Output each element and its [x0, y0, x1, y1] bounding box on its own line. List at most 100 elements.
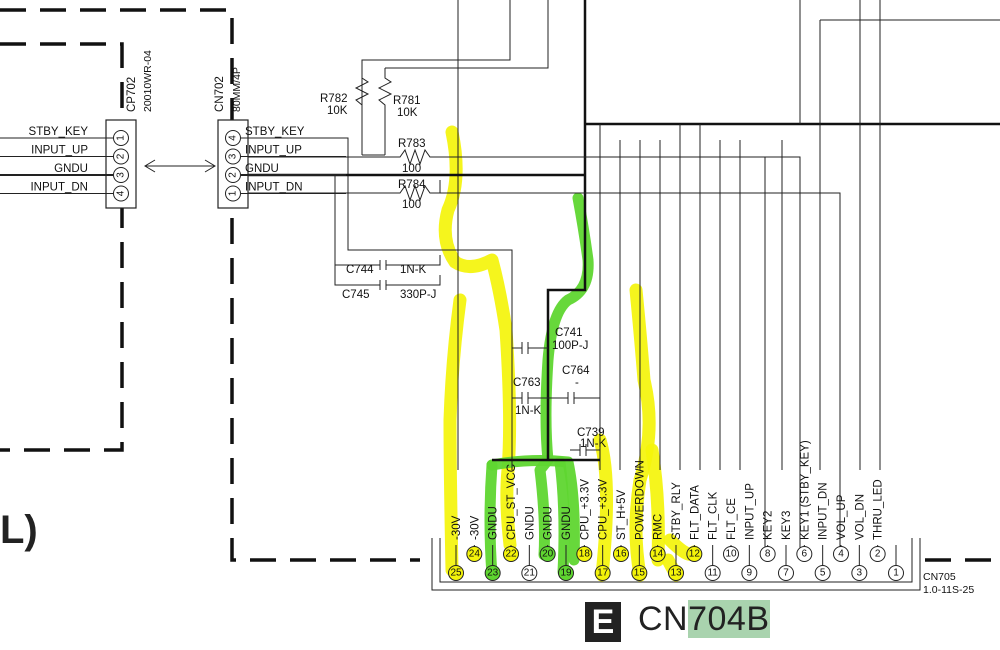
cn702-pin-2 [225, 167, 241, 183]
cn702-pin-number: 4 [228, 135, 239, 141]
r781-ref: R781 [393, 95, 421, 107]
cn705-pin-number: 10 [725, 549, 737, 560]
r784-value: 100 [402, 199, 421, 211]
c763-value: 1N-K [515, 405, 542, 417]
cn705-pin-1 [888, 565, 904, 581]
cn705-signal-label: VOL_DN [854, 494, 866, 540]
cn705-pin-number: 11 [707, 568, 718, 579]
cp702-ref: CP702 [126, 77, 138, 112]
cn702-pin-1 [225, 185, 241, 202]
c745-ref: C745 [342, 289, 370, 301]
c741-ref: C741 [555, 327, 583, 339]
cn705-pin-4 [833, 546, 849, 562]
cn705-signal-label: RMC [653, 514, 665, 540]
cn705-pin-11 [704, 565, 721, 581]
upper-wires [361, 0, 1000, 470]
cn705-pin-21 [521, 565, 538, 581]
cn702-pin-label: INPUT_UP [245, 145, 302, 157]
cn705-pin-number: 12 [689, 549, 701, 560]
cp702-pin-2 [113, 148, 129, 165]
c764-ref: C764 [562, 365, 590, 377]
section-badge: E [585, 602, 621, 642]
cn705-signal-label: GNDU [543, 506, 555, 540]
cp702-pin-label: INPUT_DN [30, 182, 88, 194]
cn705-pin-number: 14 [652, 549, 664, 560]
cn705-signal-label: STBY_RLY [671, 482, 683, 540]
cp702-pin-4 [113, 185, 129, 202]
cn705-signal-label: FLT_DATA [689, 485, 701, 540]
cn705-pin-number: 6 [802, 549, 808, 560]
cn705-pin-25 [448, 565, 464, 581]
cn705-signal-label: CPU_+3.3V [598, 479, 610, 540]
cn705-signal-label: FLT_CLK [708, 491, 720, 540]
c739-value: 1N-K [580, 438, 607, 450]
cn705-pin-number: 22 [505, 549, 517, 560]
r781-value: 10K [397, 107, 418, 119]
c744-value: 1N-K [400, 264, 427, 276]
cap-wires [492, 342, 600, 462]
cn705-pin-number: 4 [838, 549, 844, 560]
cn705-pin-10 [723, 546, 739, 562]
cn705-pin-number: 21 [524, 568, 536, 579]
cn705-pin-number: 15 [634, 568, 646, 579]
cn702-pin-4 [225, 130, 241, 146]
cn705-signal-label: GNDU [561, 506, 573, 540]
cn705-pin-14 [649, 546, 666, 562]
cn705-pin-number: 9 [747, 568, 753, 579]
cp702-pin-number: 2 [116, 153, 127, 159]
cn705-signal-label: POWERDOWN [634, 460, 646, 540]
c739-ref: C739 [577, 427, 605, 439]
cp702-pin-number: 4 [116, 190, 127, 196]
schematic-labels: CP702 20010WR-04 CN702 80MM/4P R782 10K … [126, 50, 974, 596]
cn705-signal-label: KEY2 [763, 511, 775, 540]
cn705-signal-label: INPUT_UP [744, 483, 756, 540]
highlight-gndu-main [534, 192, 594, 561]
cn705-signal-label: -30V [469, 515, 481, 540]
cn702-pin-number: 1 [228, 190, 239, 196]
cn705-signal-label: GNDU [488, 506, 500, 540]
c764-value: - [575, 377, 579, 389]
cn705-pin-number: 25 [450, 568, 462, 579]
cn705-signal-label: THRU_LED [873, 479, 885, 540]
connection-arrow [144, 159, 216, 173]
cn705-pin-3 [851, 565, 868, 581]
cn705-signal-label: INPUT_DN [818, 482, 830, 540]
cp702-pin-label: GNDU [54, 163, 88, 175]
r784-ref: R784 [398, 179, 426, 191]
r783-ref: R783 [398, 138, 426, 150]
cn705-pin-9 [741, 565, 758, 581]
c763-ref: C763 [513, 377, 541, 389]
cp702-part: 20010WR-04 [142, 50, 154, 112]
highlight-gndu-pin23 [484, 459, 498, 581]
cn705-signal-label: GNDU [524, 506, 536, 540]
cn705-pin-number: 13 [670, 568, 682, 579]
cn705-pin-number: 19 [560, 568, 572, 579]
highlight-gndu-bus [486, 455, 580, 566]
cp702-pin-label: INPUT_UP [31, 145, 88, 157]
cn705-signal-label: CPU_+3.3V [579, 479, 591, 540]
highlight-30v-trace [438, 125, 517, 552]
highlight-30v-pin25 [443, 293, 467, 577]
cn705-pin-13 [668, 565, 684, 581]
r782-ref: R782 [320, 93, 348, 105]
highlight-gndu-pin19 [554, 456, 570, 578]
connector-title: CN704B [638, 600, 770, 639]
cn705-pin-number: 23 [487, 568, 499, 579]
cn705-signal-label: KEY1 (STBY_KEY) [799, 440, 811, 540]
cn705-ref: CN705 [923, 571, 956, 583]
cp702-pin-number: 3 [116, 172, 127, 178]
cn705-pin-18 [576, 546, 593, 562]
cn705-pin-number: 20 [542, 549, 554, 560]
cn702-pin-label: STBY_KEY [245, 126, 305, 138]
cn702-pin-number: 3 [228, 153, 239, 159]
cn705-pin-number: 16 [615, 549, 627, 560]
connector-title-highlight: 704B [688, 600, 770, 638]
cn705-pin-19 [558, 565, 574, 581]
cn705-pins: 25-30V24-30V23GNDU22CPU_ST_VCC21GNDU20GN… [448, 440, 904, 581]
cn705-pin-23 [484, 565, 501, 581]
cn705-pin-12 [686, 546, 703, 562]
cn705-signal-label: ST_H+5V [616, 489, 628, 540]
cn705-pin-number: 2 [875, 549, 881, 560]
